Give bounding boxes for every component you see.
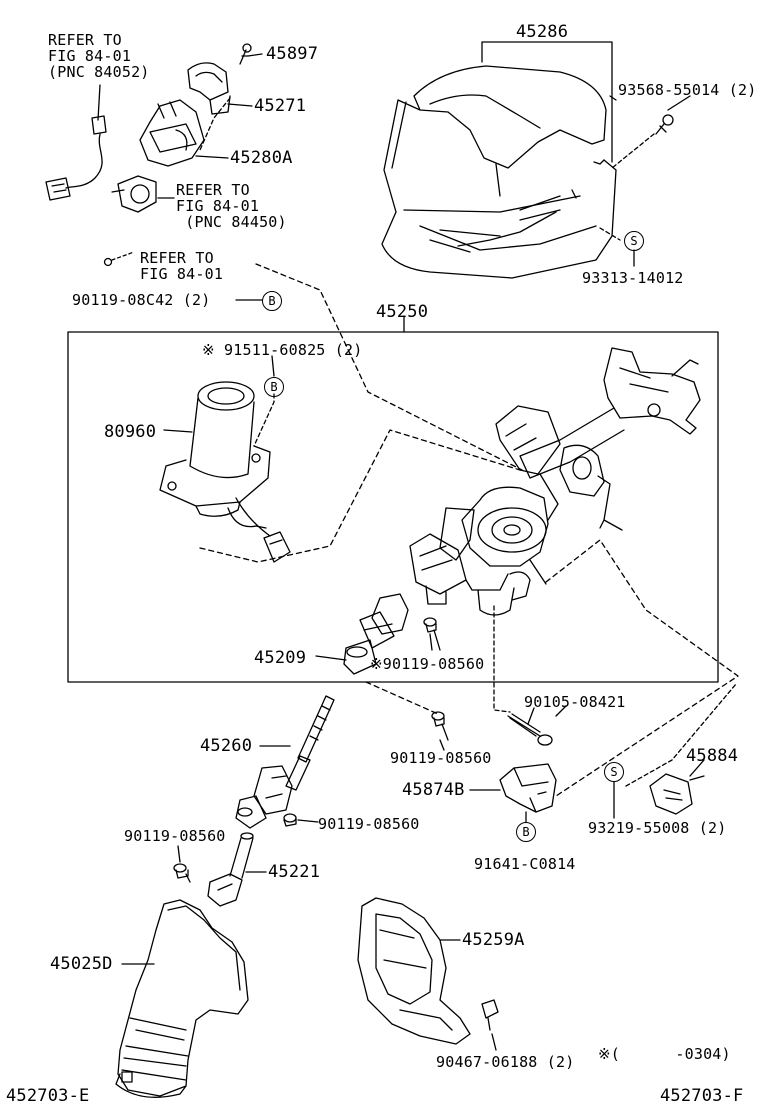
motor-80960 [159,381,291,563]
dash-bracket [199,97,231,151]
label-45271: 45271 [254,96,307,116]
label-45259a: 45259A [462,930,525,950]
leader-90119-mid [439,739,445,751]
label-45209: 45209 [254,648,307,668]
leader-80960 [163,429,193,433]
label-45286: 45286 [516,22,569,42]
marker-s-key: S [604,762,624,782]
joint-45209 [343,593,409,675]
leader-90105 [555,705,567,717]
label-45221: 45221 [268,862,321,882]
assembly-45250-box [67,331,719,683]
dash-guide-joint [365,681,439,715]
dash-guide-right [545,539,739,797]
dash-guide-top [255,263,523,471]
bolt-90119-left [173,863,191,883]
label-45280a: 45280A [230,148,293,168]
switch-45280a [139,99,205,167]
label-refer-8401: REFER TO FIG 84-01 [140,249,224,283]
bolt-90119-mid [431,711,449,741]
screw-refer [103,251,135,267]
label-93568: 93568-55014 (2) [618,81,757,99]
label-93219: 93219-55008 (2) [588,819,727,837]
bracket-45874b [499,763,557,813]
leader-45209 [315,655,347,661]
marker-b-motor: B [264,377,284,397]
dash-s-cover [599,227,621,241]
leader-45271 [227,103,253,107]
label-93313: 93313-14012 [582,269,684,287]
boot-45259a [357,897,471,1045]
label-45260: 45260 [200,736,253,756]
leader-45280a [195,155,229,159]
dash-guide-motor [199,429,521,563]
label-45897: 45897 [266,44,319,64]
label-45025d: 45025D [50,954,113,974]
label-91641: 91641-C0814 [474,855,576,873]
leader-45897 [247,53,263,57]
label-90119-08560-right: 90119-08560 [318,815,420,833]
label-90119-08560-mid: 90119-08560 [390,749,492,767]
dash-motor-screw [253,393,275,447]
bolt-90119-star [423,617,441,651]
steering-column-45250 [409,347,701,616]
dash-key [625,683,737,787]
bolt-90105 [507,707,553,746]
label-90119-08560-star: ※90119-08560 [370,655,485,673]
sensor-84450 [111,175,157,213]
figure-code-right: 452703-F [660,1086,744,1106]
leader-90119-star [429,633,433,651]
label-refer-84052: REFER TO FIG 84-01 (PNC 84052) [48,31,150,81]
boot-45025d [115,899,249,1098]
label-90119-08c42: 90119-08C42 (2) [72,291,211,309]
label-45874b: 45874B [402,780,465,800]
clip-90467 [481,999,499,1051]
label-91511: ※ 91511-60825 (2) [202,341,363,359]
label-note-range: ※( -0304) [598,1045,731,1063]
leader-91511 [271,355,275,377]
marker-s-cover: S [624,231,644,251]
marker-b-08c42: B [262,291,282,311]
switch-wire-connector [45,84,107,201]
screw-93568 [611,95,691,169]
column-cover-45286 [381,41,617,279]
label-45884: 45884 [686,746,739,766]
shaft-45260 [235,695,335,829]
leader-45884 [689,759,705,777]
leader-90119-left [177,845,181,863]
label-90467: 90467-06188 (2) [436,1053,575,1071]
figure-code-left: 452703-E [6,1086,90,1106]
bolt-90119-right [283,813,319,827]
label-90119-08560-left: 90119-08560 [124,827,226,845]
label-refer-84450: REFER TO FIG 84-01 (PNC 84450) [176,181,287,231]
shaft-45221 [207,832,254,907]
label-45250: 45250 [376,302,429,322]
dash-bolt-90105 [493,605,511,713]
label-80960: 80960 [104,422,157,442]
bracket-45271 [187,43,252,115]
key-45884 [649,773,705,815]
marker-b-91641: B [516,822,536,842]
label-90105: 90105-08421 [524,693,626,711]
leader-93568 [609,95,617,101]
